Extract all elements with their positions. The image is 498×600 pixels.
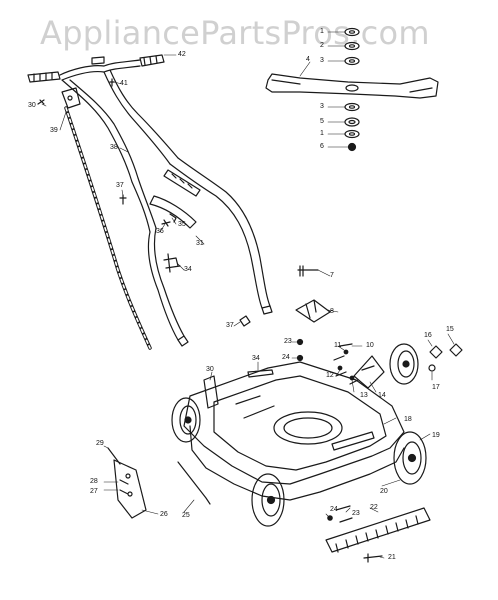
label-part-24-lower: 24 xyxy=(330,506,338,513)
wheels xyxy=(171,343,427,527)
mower-deck xyxy=(183,361,405,501)
label-part-38: 38 xyxy=(110,144,118,151)
label-part-1-lower: 1 xyxy=(320,130,324,137)
small-hardware xyxy=(37,99,463,563)
label-part-21: 21 xyxy=(388,554,396,561)
label-part-15: 15 xyxy=(446,326,454,333)
label-part-25: 25 xyxy=(182,512,190,519)
label-part-11: 11 xyxy=(334,342,342,349)
label-part-41: 41 xyxy=(120,80,128,87)
label-part-37-lower: 37 xyxy=(226,322,234,329)
label-part-20: 20 xyxy=(380,488,388,495)
label-part-27: 27 xyxy=(90,488,98,495)
label-part-30: 30 xyxy=(206,366,214,373)
label-part-1: 1 xyxy=(320,28,324,35)
label-part-13: 13 xyxy=(360,392,368,399)
label-part-16: 16 xyxy=(424,332,432,339)
label-part-22: 22 xyxy=(370,504,378,511)
mower-blade xyxy=(265,73,439,99)
label-part-19: 19 xyxy=(432,432,440,439)
label-part-14: 14 xyxy=(378,392,386,399)
label-part-7: 7 xyxy=(330,272,334,279)
label-part-5: 5 xyxy=(320,118,324,125)
label-part-42: 42 xyxy=(178,51,186,58)
label-part-39: 39 xyxy=(50,127,58,134)
label-part-18: 18 xyxy=(404,416,412,423)
label-part-36: 36 xyxy=(156,228,164,235)
label-part-34: 34 xyxy=(184,266,192,273)
label-part-3-lower: 3 xyxy=(320,103,324,110)
label-part-12: 12 xyxy=(326,372,334,379)
label-part-24: 24 xyxy=(282,354,290,361)
label-part-34-lower: 34 xyxy=(252,355,260,362)
label-part-2: 2 xyxy=(320,42,324,49)
label-part-35: 35 xyxy=(178,221,186,228)
label-part-37: 37 xyxy=(116,182,124,189)
label-part-31: 31 xyxy=(196,240,204,247)
label-part-28: 28 xyxy=(90,478,98,485)
handle-assembly xyxy=(27,54,273,347)
label-part-23-lower: 23 xyxy=(352,510,360,517)
control-cable xyxy=(64,106,152,350)
label-part-17: 17 xyxy=(432,384,440,391)
label-part-3: 3 xyxy=(320,57,324,64)
leader-lines xyxy=(41,31,455,559)
label-part-30-top: 30 xyxy=(28,102,36,109)
label-part-10: 10 xyxy=(366,342,374,349)
label-part-6: 6 xyxy=(320,143,324,150)
label-part-23: 23 xyxy=(284,338,292,345)
label-part-26: 26 xyxy=(160,511,168,518)
watermark: AppliancePartsPros.com xyxy=(40,14,430,52)
label-part-4: 4 xyxy=(306,56,310,63)
label-part-8: 8 xyxy=(330,308,334,315)
label-part-29: 29 xyxy=(96,440,104,447)
